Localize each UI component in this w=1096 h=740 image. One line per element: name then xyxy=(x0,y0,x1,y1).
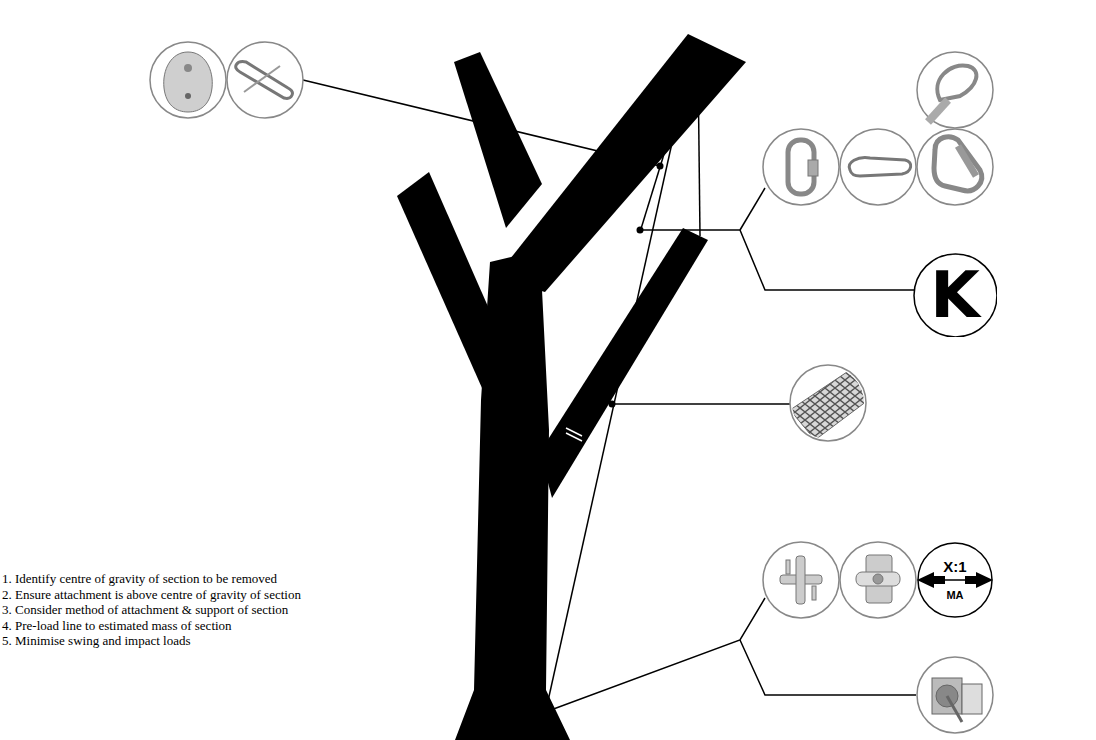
rope-icon xyxy=(790,370,875,440)
carabiner-icon xyxy=(934,137,982,191)
node-outline xyxy=(917,542,993,618)
cut-notch xyxy=(566,428,582,441)
leader-dot xyxy=(537,163,664,718)
clamp-device-icon xyxy=(856,555,900,603)
procedure-step: 2. Ensure attachment is above centre of … xyxy=(2,587,301,603)
ma-arrows xyxy=(917,572,993,588)
knot-symbol: K xyxy=(930,263,980,327)
leader-line xyxy=(303,80,916,714)
ratio-text: X:1 xyxy=(943,559,966,574)
knot-symbol-circle: K xyxy=(913,253,998,338)
sling-icon xyxy=(236,62,293,99)
procedure-step: 4. Pre-load line to estimated mass of se… xyxy=(2,618,232,634)
rigging-line xyxy=(542,60,700,728)
tree-silhouette xyxy=(397,34,746,740)
loop-sling-icon xyxy=(849,158,911,176)
ma-text: MA xyxy=(946,590,963,601)
procedure-step: 5. Minimise swing and impact loads xyxy=(2,633,190,649)
eye-splice-icon xyxy=(928,65,976,122)
procedure-step: 3. Consider method of attachment & suppo… xyxy=(2,602,288,618)
procedure-step: 1. Identify centre of gravity of section… xyxy=(2,571,277,587)
mechanical-advantage-circle: X:1MA xyxy=(917,542,993,618)
winch-icon xyxy=(932,678,982,722)
icon-circle xyxy=(150,42,993,733)
maillon-icon xyxy=(788,140,818,194)
bollard-icon xyxy=(780,556,822,604)
circle-outline xyxy=(914,254,997,337)
circle-outline xyxy=(918,543,992,617)
pulley-icon xyxy=(164,52,213,112)
